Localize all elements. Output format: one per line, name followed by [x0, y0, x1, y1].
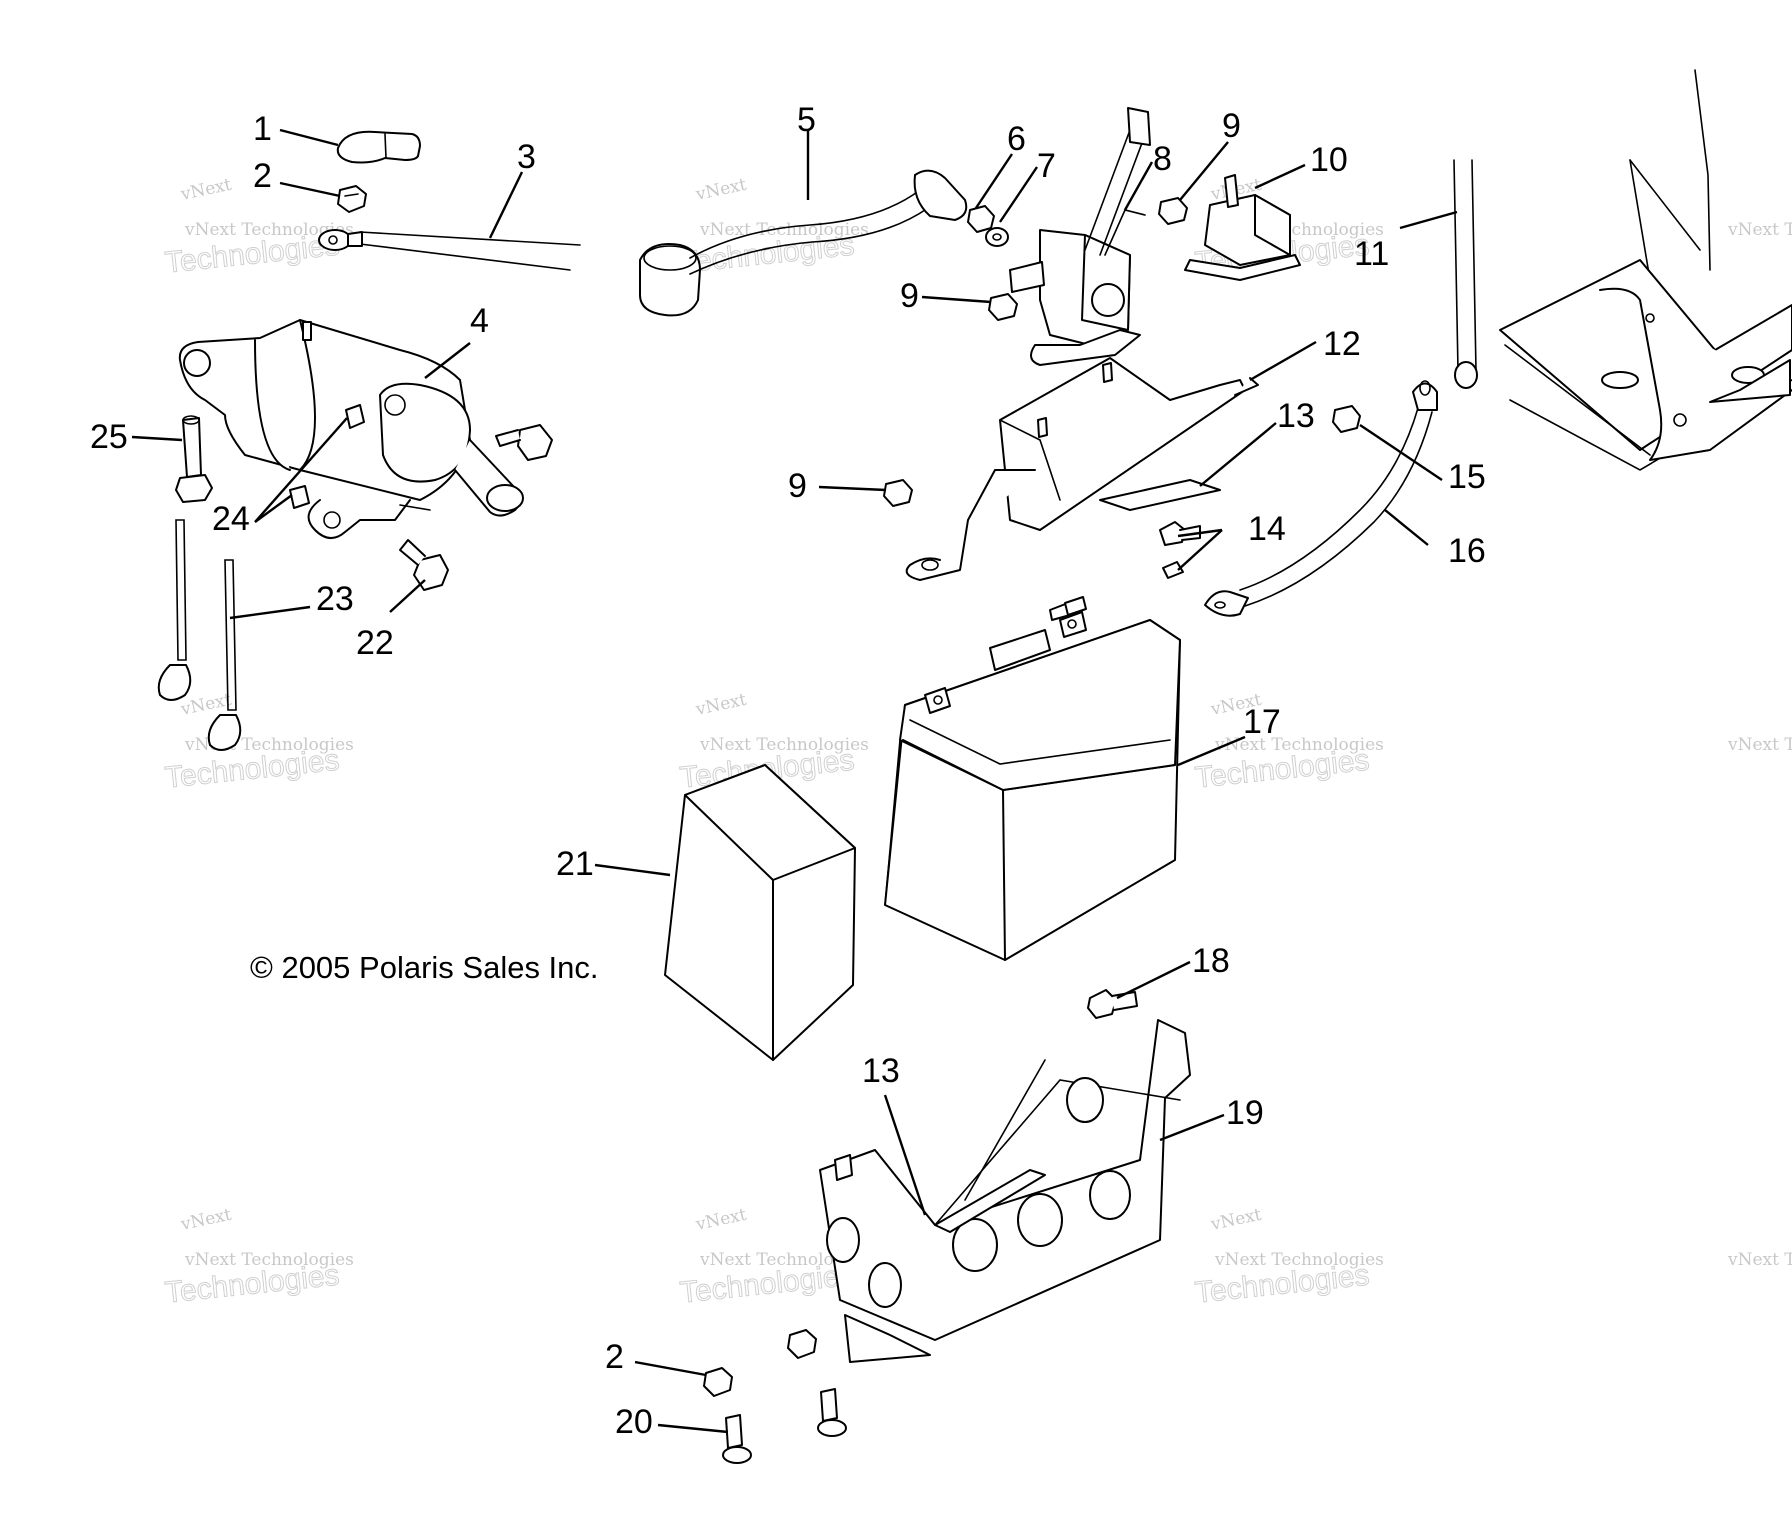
- watermark-line1: vNext Technologies: [1214, 1250, 1384, 1270]
- callout-6: 6: [1007, 120, 1026, 158]
- callout-1: 1: [253, 110, 272, 148]
- watermark: vNext vNext Technologies Technologies: [678, 175, 869, 280]
- part-hex-nut: [337, 185, 367, 213]
- part-nut: [1332, 405, 1361, 433]
- watermark: vNext vNext Technologies Technologies: [1193, 690, 1384, 795]
- part-flange-bolt: [175, 415, 213, 503]
- watermark-tag: vNext: [693, 175, 748, 205]
- callout-8: 8: [1153, 140, 1172, 178]
- part-bolt: [1087, 989, 1138, 1019]
- part-pad: [1099, 479, 1221, 511]
- part-terminal-boot: [336, 130, 421, 164]
- watermark: vNext Technologies: [1727, 220, 1792, 240]
- callout-5: 5: [797, 101, 816, 139]
- part-rod: [1453, 159, 1478, 389]
- part-cable: [318, 229, 581, 271]
- part-starter-solenoid: [1009, 107, 1151, 366]
- watermark-tag: vNext: [178, 1205, 233, 1235]
- part-frame: [1499, 69, 1792, 471]
- part-ground-cable: [1204, 380, 1438, 617]
- part-starter-motor: [178, 319, 524, 539]
- callout-24: 24: [212, 500, 250, 538]
- part-cable-tie: [157, 519, 242, 751]
- callout-10: 10: [1310, 141, 1348, 179]
- part-battery: [884, 596, 1181, 961]
- part-relay: [1184, 174, 1301, 281]
- part-battery-block: [664, 764, 856, 1061]
- part-battery-tray: [819, 1019, 1191, 1363]
- part-mounting-bolt: [495, 424, 553, 461]
- part-nut: [1158, 197, 1188, 225]
- part-nut: [967, 205, 995, 233]
- watermark-line1: vNext Technologies: [1727, 220, 1792, 240]
- watermark: vNext Technologies: [1727, 735, 1792, 755]
- callout-20: 20: [615, 1403, 653, 1441]
- part-dowel-pin: [289, 404, 365, 509]
- callout-12: 12: [1323, 325, 1361, 363]
- watermark-line1: vNext Technologies: [1727, 735, 1792, 755]
- watermark-tag: vNext: [1208, 1205, 1263, 1235]
- watermark-line1: vNext Technologies: [184, 220, 354, 240]
- callout-9: 9: [1222, 107, 1241, 145]
- watermark-line1: vNext Technologies: [1214, 735, 1384, 755]
- watermark-line1: vNext Technologies: [699, 1250, 869, 1270]
- part-hold-down-strap: [905, 357, 1259, 581]
- callout-9: 9: [788, 467, 807, 505]
- callout-4: 4: [470, 302, 489, 340]
- part-nut: [883, 479, 913, 507]
- part-washer: [985, 227, 1009, 247]
- callout-19: 19: [1226, 1094, 1264, 1132]
- callout-13: 13: [1277, 397, 1315, 435]
- copyright-text: © 2005 Polaris Sales Inc.: [250, 950, 599, 985]
- callout-17: 17: [1243, 703, 1281, 741]
- watermark-line1: vNext Technologies: [699, 220, 869, 240]
- callout-2: 2: [253, 157, 272, 195]
- callout-21: 21: [556, 845, 594, 883]
- callout-15: 15: [1448, 458, 1486, 496]
- callout-16: 16: [1448, 532, 1486, 570]
- watermark-tag: vNext: [178, 175, 233, 205]
- callout-22: 22: [356, 624, 394, 662]
- callout-11: 11: [1354, 235, 1389, 273]
- watermark: vNext vNext Technologies Technologies: [163, 690, 354, 795]
- callout-18: 18: [1192, 942, 1230, 980]
- watermark-tag: vNext: [693, 690, 748, 720]
- part-hex-nut: [703, 1367, 733, 1397]
- callout-3: 3: [517, 138, 536, 176]
- watermark: vNext vNext Technologies Technologies: [1193, 1205, 1384, 1310]
- watermark-line1: vNext Technologies: [699, 735, 869, 755]
- part-rivet: [722, 1388, 847, 1464]
- callout-25: 25: [90, 418, 128, 456]
- leader-lines: [131, 128, 1458, 1434]
- part-pad: [934, 1169, 1046, 1233]
- watermark-line1: vNext Technologies: [1727, 1250, 1792, 1270]
- callout-7: 7: [1037, 147, 1056, 185]
- callout-14: 14: [1248, 510, 1286, 548]
- part-nut: [988, 293, 1018, 321]
- callout-2: 2: [605, 1338, 624, 1376]
- part-hex-nut: [787, 1329, 817, 1359]
- callout-23: 23: [316, 580, 354, 618]
- watermark: vNext Technologies: [1727, 1250, 1792, 1270]
- callout-13: 13: [862, 1052, 900, 1090]
- callout-labels: 1 2 3 4 5 6 7 8 9 10 11 9 12 13 9 14 15 …: [90, 101, 1486, 1441]
- watermark: vNext vNext Technologies Technologies: [163, 1205, 354, 1310]
- watermark-tag: vNext: [693, 1205, 748, 1235]
- callout-9: 9: [900, 277, 919, 315]
- part-battery-cable: [639, 169, 968, 317]
- watermark-line1: vNext Technologies: [184, 1250, 354, 1270]
